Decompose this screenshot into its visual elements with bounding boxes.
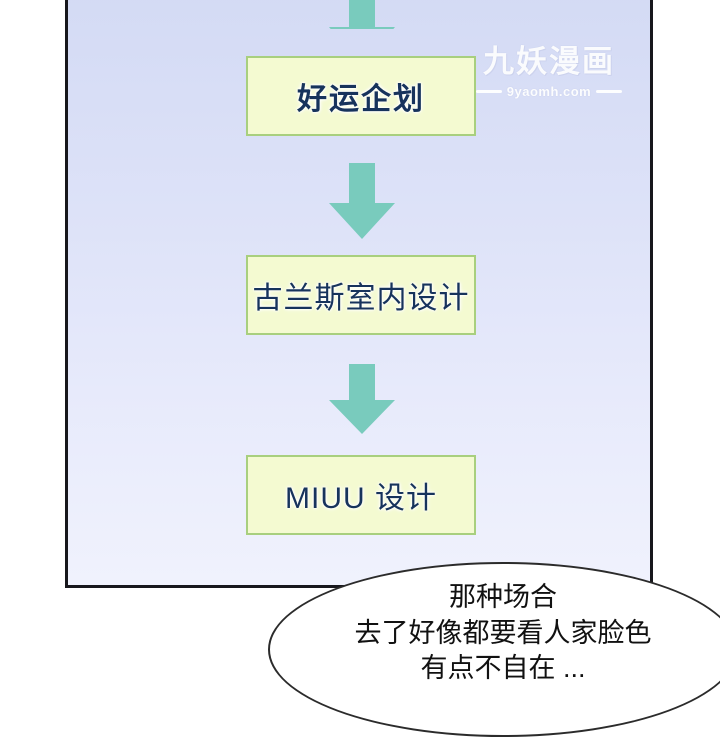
flow-box-1-label: 好运企划 — [297, 83, 425, 116]
flow-box-2: 古兰斯室内设计 — [246, 255, 476, 335]
flow-arrow-between-1-2 — [327, 163, 397, 241]
watermark-domain: 9yaomh.com — [506, 84, 592, 100]
speech-bubble-line-2: 去了好像都要看人家脸色 — [354, 617, 652, 648]
watermark-main-text: 九妖漫画 — [483, 44, 615, 79]
site-watermark: 九妖漫画 9yaomh.com — [454, 44, 644, 99]
flow-box-2-label: 古兰斯室内设计 — [252, 282, 470, 315]
flow-box-3-label: MIUU 设计 — [285, 482, 437, 515]
flow-box-3: MIUU 设计 — [246, 455, 476, 535]
speech-bubble: 那种场合 去了好像都要看人家脸色 有点不自在 ... — [268, 562, 720, 737]
flow-arrow-between-2-3 — [327, 364, 397, 436]
watermark-sub-text: 9yaomh.com — [454, 84, 644, 99]
watermark-rule-right — [596, 90, 623, 94]
watermark-rule-left — [475, 90, 502, 94]
flow-box-1: 好运企划 — [246, 56, 476, 136]
flow-arrow-top-partial — [327, 0, 397, 29]
speech-bubble-line-1: 那种场合 — [449, 582, 557, 612]
speech-bubble-line-3: 有点不自在 ... — [420, 653, 586, 684]
comic-panel: 好运企划 古兰斯室内设计 MIUU 设计 九妖漫画 9yaomh.com — [65, 0, 653, 588]
